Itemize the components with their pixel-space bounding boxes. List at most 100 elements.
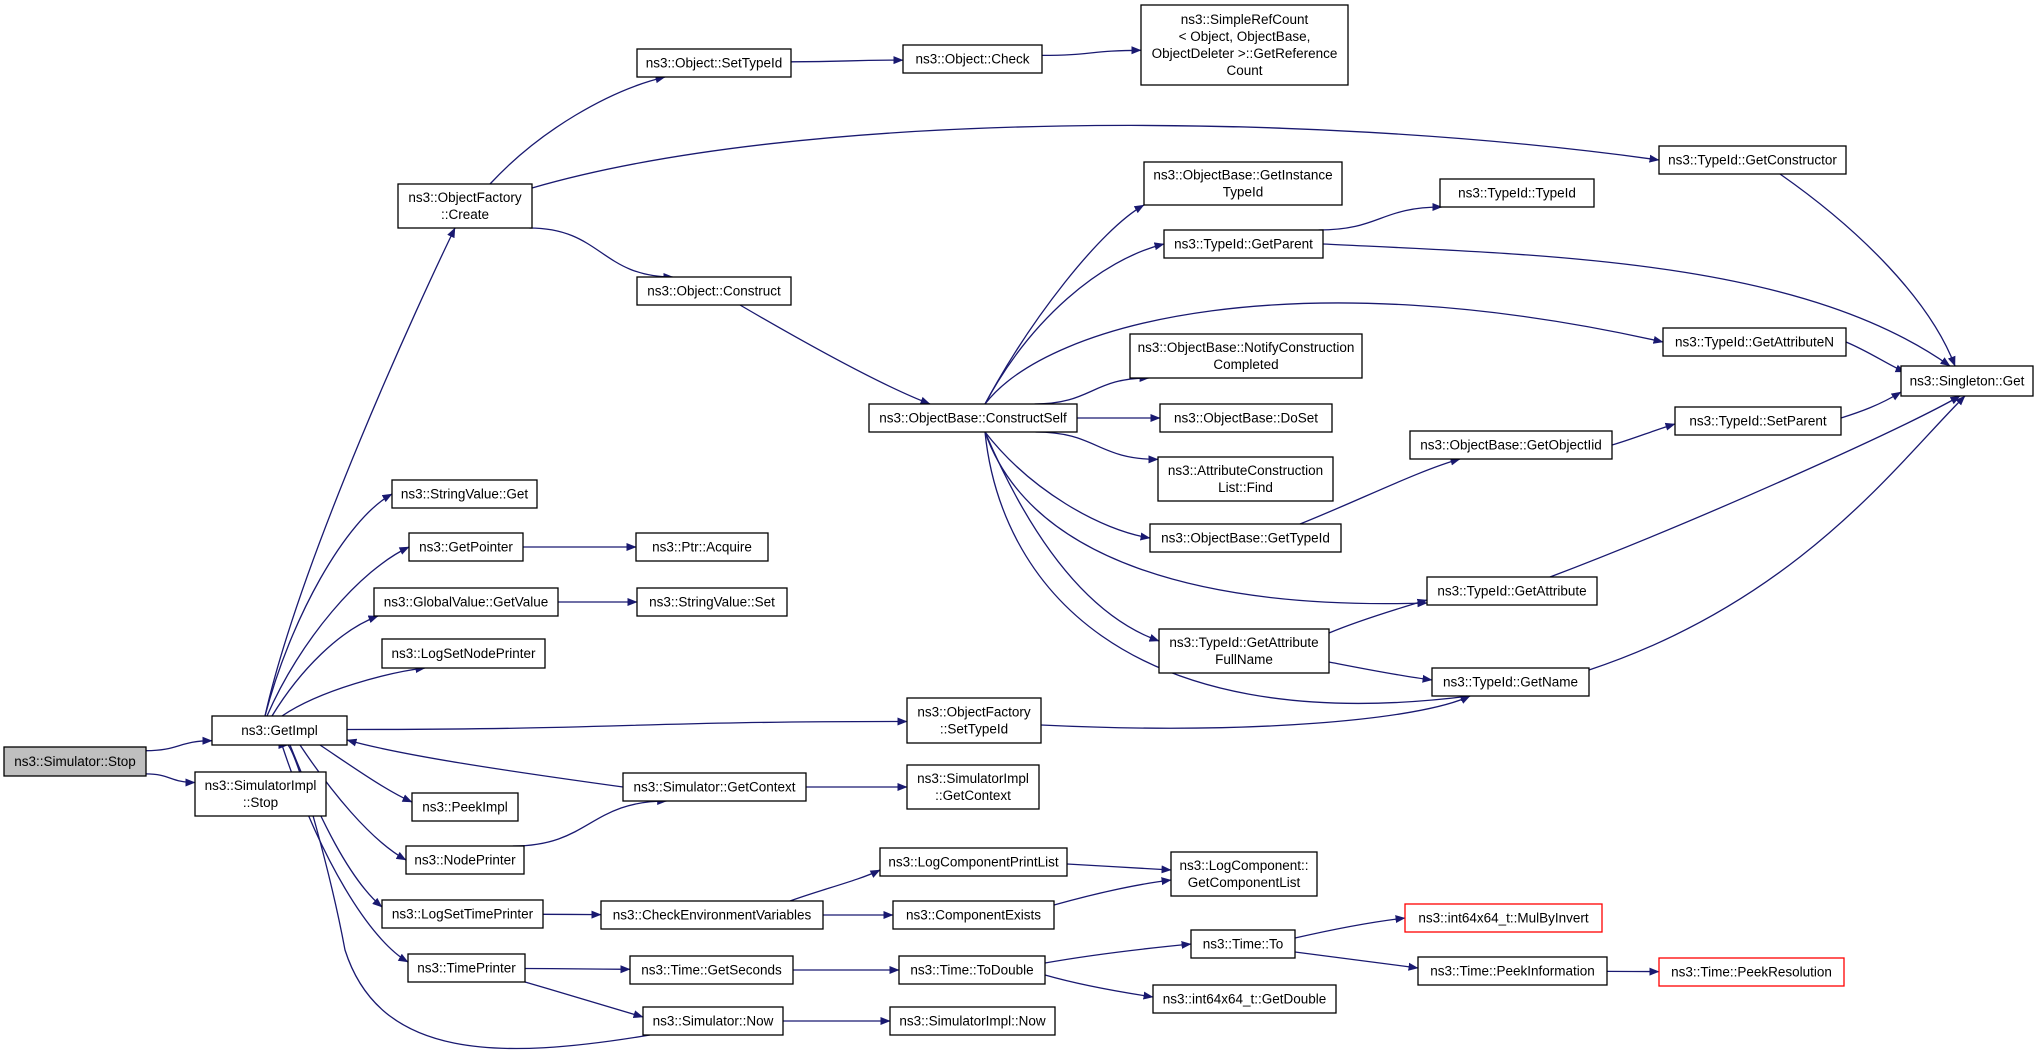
node-label: ns3::Simulator::GetContext	[633, 780, 795, 795]
node-setypeid[interactable]: ns3::Object::SetTypeId	[636, 48, 792, 78]
node-logcompprintlist[interactable]: ns3::LogComponentPrintList	[879, 847, 1068, 877]
node-objconstruct[interactable]: ns3::Object::Construct	[636, 276, 792, 306]
node-label: ns3::ObjectBase::ConstructSelf	[879, 411, 1067, 426]
node-logsettimeprinter[interactable]: ns3::LogSetTimePrinter	[381, 899, 544, 929]
node-int64getdouble[interactable]: ns3::int64x64_t::GetDouble	[1152, 984, 1337, 1014]
node-getobjectiid[interactable]: ns3::ObjectBase::GetObjectIid	[1409, 430, 1613, 460]
edge-getimpl-to-nodeprinter	[299, 744, 407, 861]
node-label: ns3::ObjectBase::GetObjectIid	[1420, 438, 1602, 453]
node-label: ::GetContext	[935, 788, 1011, 803]
node-box	[635, 532, 769, 562]
edge-getimpl-to-getpointer	[266, 546, 410, 717]
edge-getimpl-to-peekimpl	[319, 744, 413, 803]
node-objcheck[interactable]: ns3::Object::Check	[902, 44, 1043, 74]
node-label: ns3::ObjectFactory	[408, 190, 522, 205]
node-checkenvvars[interactable]: ns3::CheckEnvironmentVariables	[600, 900, 824, 930]
edge-getattrfullname-to-getname	[1328, 661, 1433, 683]
edge-constructself-to-getinstancetypeid	[984, 204, 1145, 405]
node-getparent[interactable]: ns3::TypeId::GetParent	[1163, 229, 1324, 259]
edge-nodeprinter-to-simgetcontext	[512, 797, 668, 847]
node-box	[636, 587, 788, 617]
node-box	[405, 845, 525, 875]
edge-timetodouble-to-timeto	[1044, 940, 1192, 964]
node-label: Count	[1226, 63, 1262, 78]
node-doset[interactable]: ns3::ObjectBase::DoSet	[1159, 403, 1333, 433]
node-simimplstop[interactable]: ns3::SimulatorImpl::Stop	[194, 771, 327, 817]
node-constructself[interactable]: ns3::ObjectBase::ConstructSelf	[868, 403, 1078, 433]
node-box	[642, 1006, 784, 1036]
node-label: ns3::GetImpl	[241, 723, 318, 738]
node-box	[879, 847, 1068, 877]
node-setparent[interactable]: ns3::TypeId::SetParent	[1674, 406, 1842, 436]
node-peekinformation[interactable]: ns3::Time::PeekInformation	[1417, 956, 1608, 986]
node-label: ns3::Time::PeekResolution	[1671, 965, 1832, 980]
node-box	[1431, 667, 1590, 697]
node-label: FullName	[1215, 652, 1273, 667]
node-label: GetComponentList	[1188, 875, 1301, 890]
node-getimpl[interactable]: ns3::GetImpl	[211, 715, 348, 746]
node-notifyconstruction[interactable]: ns3::ObjectBase::NotifyConstructionCompl…	[1129, 333, 1363, 379]
edge-stop-to-simimplstop	[145, 773, 196, 787]
node-label: ns3::TypeId::GetAttributeN	[1675, 335, 1834, 350]
node-timegetseconds[interactable]: ns3::Time::GetSeconds	[629, 955, 794, 985]
node-label: ns3::Simulator::Stop	[14, 754, 136, 769]
node-timetodouble[interactable]: ns3::Time::ToDouble	[898, 955, 1046, 985]
node-peekimpl[interactable]: ns3::PeekImpl	[411, 792, 519, 822]
node-label: ns3::ComponentExists	[906, 908, 1041, 923]
node-label: ns3::Object::Check	[915, 52, 1029, 67]
node-getcomponentlist[interactable]: ns3::LogComponent::GetComponentList	[1170, 851, 1318, 897]
node-label: ::Create	[441, 207, 489, 222]
edge-getimpl-to-logsettimeprinter	[289, 744, 383, 908]
node-box	[1159, 403, 1333, 433]
node-componentexists[interactable]: ns3::ComponentExists	[892, 900, 1055, 930]
node-ofsettypeid[interactable]: ns3::ObjectFactory::SetTypeId	[906, 697, 1042, 744]
node-stop[interactable]: ns3::Simulator::Stop	[3, 746, 147, 777]
node-globalgetvalue[interactable]: ns3::GlobalValue::GetValue	[373, 587, 559, 617]
node-peekresolution[interactable]: ns3::Time::PeekResolution	[1658, 957, 1845, 987]
node-box	[1439, 178, 1595, 208]
node-label: ns3::LogSetTimePrinter	[392, 907, 534, 922]
node-simimplgetcontext[interactable]: ns3::SimulatorImpl::GetContext	[906, 764, 1040, 810]
node-box	[1157, 456, 1334, 502]
node-box	[902, 44, 1043, 74]
node-box	[397, 183, 533, 229]
node-simplerefcount[interactable]: ns3::SimpleRefCount< Object, ObjectBase,…	[1140, 4, 1349, 86]
node-label: ns3::AttributeConstruction	[1168, 463, 1323, 478]
node-simimplnow[interactable]: ns3::SimulatorImpl::Now	[889, 1006, 1056, 1036]
edge-getimpl-to-ofsettypeid	[346, 717, 908, 731]
node-simgetcontext[interactable]: ns3::Simulator::GetContext	[622, 772, 807, 802]
edge-getparent-to-typeidtypeid	[1318, 203, 1443, 231]
node-ptracquire[interactable]: ns3::Ptr::Acquire	[635, 532, 769, 562]
node-timeto[interactable]: ns3::Time::To	[1190, 929, 1296, 959]
node-getconstructor[interactable]: ns3::TypeId::GetConstructor	[1658, 145, 1847, 175]
node-nodeprinter[interactable]: ns3::NodePrinter	[405, 845, 525, 875]
node-getattributen[interactable]: ns3::TypeId::GetAttributeN	[1662, 327, 1847, 357]
node-box	[622, 772, 807, 802]
node-box	[892, 900, 1055, 930]
edge-timeto-to-mulbyinvert	[1294, 915, 1406, 939]
edge-getconstructor-to-singletonget	[1779, 173, 1956, 367]
node-singletonget[interactable]: ns3::Singleton::Get	[1900, 365, 2034, 397]
node-logsetnodeprinter[interactable]: ns3::LogSetNodePrinter	[381, 638, 546, 669]
node-getattribute[interactable]: ns3::TypeId::GetAttribute	[1426, 576, 1598, 606]
node-simnow[interactable]: ns3::Simulator::Now	[642, 1006, 784, 1036]
node-box	[636, 48, 792, 78]
node-typeidtypeid[interactable]: ns3::TypeId::TypeId	[1439, 178, 1595, 208]
edge-constructself-to-attrconstfind	[1035, 431, 1159, 464]
node-getpointer[interactable]: ns3::GetPointer	[408, 532, 524, 562]
node-mulbyinvert[interactable]: ns3::int64x64_t::MulByInvert	[1404, 903, 1603, 933]
node-box	[1170, 851, 1318, 897]
node-stringvalueset[interactable]: ns3::StringValue::Set	[636, 587, 788, 617]
node-getname[interactable]: ns3::TypeId::GetName	[1431, 667, 1590, 697]
node-stringvalueget[interactable]: ns3::StringValue::Get	[391, 479, 538, 509]
node-timeprinter[interactable]: ns3::TimePrinter	[407, 953, 526, 983]
edge-logcompprintlist-to-getcomponentlist	[1066, 863, 1172, 874]
edge-constructself-to-gettypeid	[984, 431, 1151, 541]
node-ofcreate[interactable]: ns3::ObjectFactory::Create	[397, 183, 533, 229]
edge-setypeid-to-objcheck	[790, 56, 904, 65]
node-gettypeid[interactable]: ns3::ObjectBase::GetTypeId	[1149, 523, 1342, 553]
node-label: ns3::TypeId::GetAttribute	[1437, 584, 1586, 599]
